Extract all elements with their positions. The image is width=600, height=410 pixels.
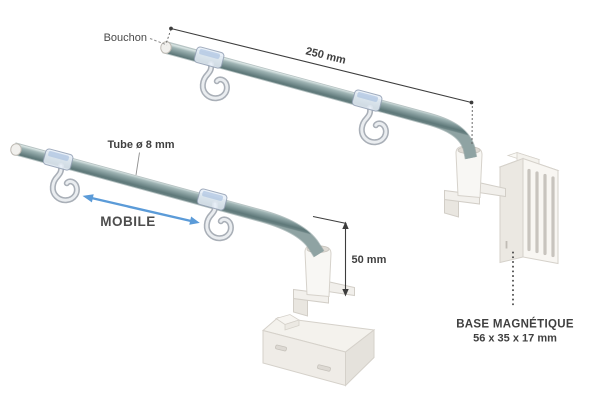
tube-cap-lower [10, 143, 22, 156]
tube-diameter-label: Tube ø 8 mm [107, 139, 174, 151]
tube-upper [162, 40, 478, 160]
tube-clip [42, 147, 75, 172]
tube-lower [12, 142, 325, 258]
magnetic-base-callout: BASE MAGNÉTIQUE 56 x 35 x 17 mm [456, 251, 574, 345]
magnetic-base-vertical [498, 151, 560, 265]
cap-label: Bouchon [104, 32, 147, 44]
tube-diameter-callout: Tube ø 8 mm [107, 139, 175, 176]
arrow-right-icon [189, 216, 200, 225]
bouchon-callout: Bouchon [104, 32, 168, 46]
base-slot-marks [275, 344, 331, 372]
tube-cap-upper [160, 41, 172, 54]
dimension-50mm: 50 mm [312, 216, 387, 297]
base-vent-slots [527, 168, 555, 258]
magnetic-base-size: 56 x 35 x 17 mm [473, 333, 557, 345]
tube-clip [196, 187, 229, 212]
arrow-left-icon [82, 194, 94, 203]
magnetic-base-flat [261, 314, 376, 387]
mobile-label: MOBILE [100, 214, 156, 229]
tube-clip [351, 88, 384, 113]
tube-clip [193, 45, 226, 70]
height-dimension-label: 50 mm [352, 254, 387, 266]
length-dimension-label: 250 mm [304, 45, 347, 66]
magnetic-base-title: BASE MAGNÉTIQUE [456, 318, 574, 331]
mobile-arrow: MOBILE [82, 194, 200, 229]
hook-icon [362, 108, 386, 142]
